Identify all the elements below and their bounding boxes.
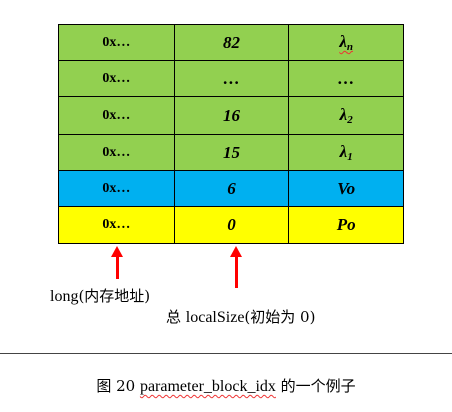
symbol-cell: λ2: [288, 96, 404, 135]
symbol-text: Po: [337, 215, 356, 234]
symbol-text: λ2: [339, 105, 353, 126]
table-row: 0x…15 λ1: [58, 134, 404, 171]
caption-code: parameter_block_idx: [139, 378, 276, 395]
symbol-base: λ: [339, 32, 347, 51]
value-cell: …: [173, 60, 290, 97]
address-cell: 0x…: [58, 206, 175, 244]
table-row: 0x…16 λ2: [58, 96, 404, 135]
localsize-arrow: [230, 246, 242, 288]
address-label-en: long: [50, 288, 79, 305]
localsize-label: 总 localSize(初始为 0): [166, 306, 315, 327]
symbol-text: λn: [339, 32, 354, 53]
symbol-cell: Po: [288, 206, 404, 244]
value-cell: 6: [173, 170, 290, 207]
address-label-cn: (内存地址): [78, 287, 151, 305]
value-cell: 82: [173, 24, 290, 61]
localsize-label-en: localSize: [185, 309, 245, 326]
symbol-text: Vo: [337, 179, 355, 198]
symbol-cell: λ1: [288, 134, 404, 171]
address-label: long(内存地址): [50, 285, 150, 306]
address-cell: 0x…: [58, 170, 175, 207]
value-cell: 0: [173, 206, 290, 244]
symbol-cell: Vo: [288, 170, 404, 207]
symbol-base: …: [337, 68, 355, 88]
symbol-base: Vo: [337, 178, 356, 198]
figure-caption: 图 20 parameter_block_idx 的一个例子: [0, 375, 452, 396]
symbol-cell: …: [288, 60, 404, 97]
caption-divider: [0, 353, 452, 354]
table-row: 0x…6 Vo: [58, 170, 404, 207]
value-cell: 15: [173, 134, 290, 171]
localsize-label-cn: (初始为 0): [244, 308, 316, 326]
symbol-cell: λn: [288, 24, 404, 61]
caption-prefix: 图 20: [96, 377, 140, 395]
symbol-subscript: n: [346, 41, 354, 53]
symbol-subscript: 2: [347, 114, 353, 126]
table-row: 0x………: [58, 60, 404, 97]
symbol-base: λ: [339, 142, 348, 161]
address-cell: 0x…: [58, 24, 175, 61]
symbol-subscript: 1: [347, 151, 353, 163]
localsize-label-prefix: 总: [166, 308, 186, 326]
symbol-text: λ1: [339, 142, 353, 163]
address-cell: 0x…: [58, 134, 175, 171]
caption-suffix: 的一个例子: [275, 377, 356, 395]
symbol-text: …: [338, 69, 355, 88]
symbol-base: Po: [336, 215, 356, 234]
table-row: 0x…82 λn: [58, 24, 404, 61]
address-arrow: [111, 246, 123, 279]
address-cell: 0x…: [58, 96, 175, 135]
value-cell: 16: [173, 96, 290, 135]
address-cell: 0x…: [58, 60, 175, 97]
symbol-base: λ: [339, 105, 348, 124]
table-row: 0x…0 Po: [58, 206, 404, 244]
